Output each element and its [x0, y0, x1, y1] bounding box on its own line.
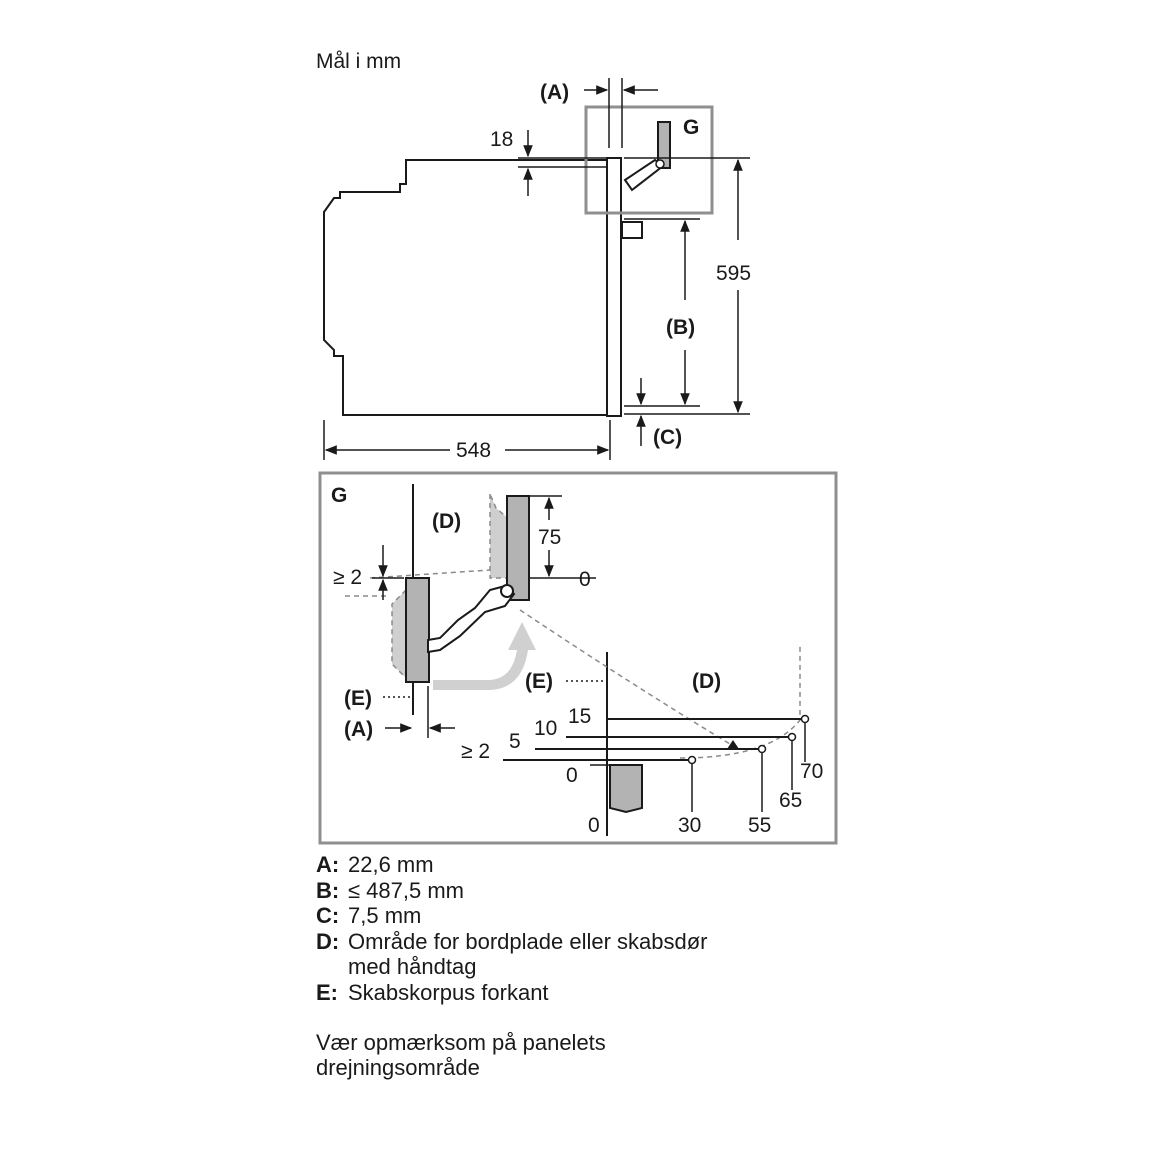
ghost-panel-closed	[391, 588, 407, 680]
label-a-top: (A)	[540, 81, 569, 104]
detail-g-frame	[584, 105, 714, 215]
label-5: 5	[509, 730, 521, 753]
mini-hinge-panel	[657, 121, 671, 169]
legend-value: ≤ 487,5 mm	[348, 877, 465, 903]
label-e-left: (E)	[344, 687, 372, 710]
legend-key: E:	[316, 979, 338, 1005]
label-55: 55	[748, 814, 771, 837]
detail-g-large-frame	[318, 471, 838, 845]
label-0-bottom: 0	[588, 814, 600, 837]
detail-g-marker: G	[683, 116, 699, 139]
legend-row-c: C: 7,5 mm	[316, 903, 708, 929]
legend-key: C:	[316, 903, 340, 928]
label-ge2-top: ≥ 2	[333, 566, 362, 589]
legend-key: D:	[316, 928, 340, 954]
label-10: 10	[534, 717, 557, 740]
label-70: 70	[800, 760, 823, 783]
label-18: 18	[490, 128, 513, 151]
label-75: 75	[538, 526, 561, 549]
legend-key: B:	[316, 877, 340, 903]
hinge-arm	[427, 584, 516, 654]
label-ge2-bottom: ≥ 2	[461, 740, 490, 763]
detail-g-view: G (D) 75 0 ≥ 2 (E)	[318, 471, 838, 845]
front-panel-closed	[405, 577, 430, 683]
side-view: G (A) 18 595 (B) (C)	[323, 78, 751, 462]
hinge-pivot	[500, 584, 514, 598]
legend-value: 7,5 mm	[348, 903, 422, 928]
rotation-arrow	[433, 622, 536, 690]
label-0-left: 0	[566, 764, 578, 787]
mini-hinge-pivot	[655, 159, 665, 169]
label-595: 595	[716, 262, 751, 285]
panel-bottom-closed	[609, 764, 643, 814]
legend-value: Skabskorpus forkant	[348, 979, 549, 1005]
legend-row-a: A: 22,6 mm	[316, 852, 708, 878]
marker-triangle	[727, 740, 739, 749]
label-d-top: (D)	[432, 510, 461, 533]
label-zero-top: 0	[579, 568, 591, 591]
panel-top-swung	[506, 495, 530, 601]
legend-row-b: B: ≤ 487,5 mm	[316, 878, 708, 904]
label-c: (C)	[653, 426, 682, 449]
front-panel	[606, 157, 622, 417]
label-30: 30	[678, 814, 701, 837]
legend-row-d: D: Område for bordplade eller skabsdør m…	[316, 929, 708, 980]
legend-key: A:	[316, 852, 340, 877]
label-d-right: (D)	[692, 670, 721, 693]
oven-body-outline	[323, 159, 613, 416]
label-b: (B)	[666, 316, 695, 339]
control-knob	[621, 221, 643, 239]
ghost-panel-open	[489, 493, 511, 579]
legend-row-e: E: Skabskorpus forkant	[316, 980, 708, 1006]
legend-value: 22,6 mm	[348, 852, 434, 877]
label-a-bottom: (A)	[344, 718, 373, 741]
legend: A: 22,6 mm B: ≤ 487,5 mm C: 7,5 mm D: Om…	[316, 852, 708, 1005]
label-e-right: (E)	[525, 670, 553, 693]
rotation-note: Vær opmærksom på panelets drejningsområd…	[316, 1030, 606, 1080]
detail-g-title: G	[331, 484, 347, 507]
label-15: 15	[568, 705, 591, 728]
units-title: Mål i mm	[316, 50, 401, 73]
label-65: 65	[779, 789, 802, 812]
legend-value: Område for bordplade eller skabsdør med …	[348, 928, 708, 980]
label-548: 548	[456, 439, 491, 462]
